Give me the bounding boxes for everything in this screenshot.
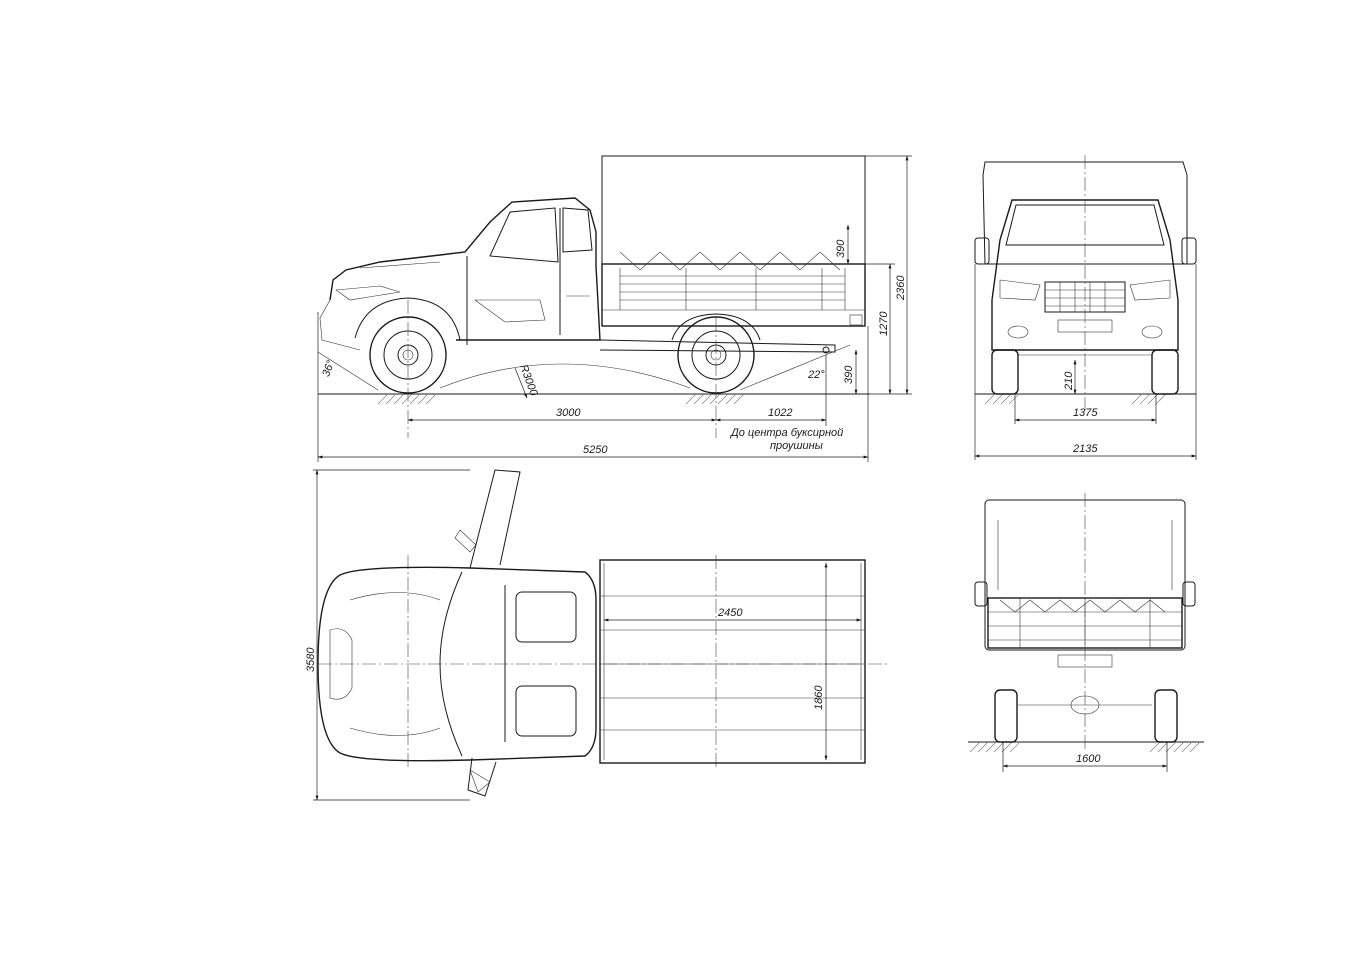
front-view: 1375 2135 210 [975, 155, 1196, 460]
rear-tire-left [995, 690, 1017, 742]
floor-height-label: 1270 [878, 311, 890, 336]
open-door-top [470, 470, 520, 568]
front-track-label: 1375 [1073, 407, 1098, 419]
tent-cover [602, 156, 865, 264]
rear-track-label: 1600 [1076, 753, 1101, 765]
rear-tire-right [1155, 690, 1177, 742]
turning-radius-label: R3000 [517, 363, 540, 398]
rear-hitch-label: 1022 [768, 407, 792, 419]
top-view: 3580 2450 1860 [305, 470, 890, 800]
seat-right [516, 686, 576, 736]
overall-length-label: 5250 [583, 444, 608, 456]
seat-left [516, 592, 576, 642]
ground-hatch [378, 394, 744, 404]
platform-length-label: 2450 [717, 607, 743, 619]
mirror-left [975, 238, 989, 264]
front-tire-right [1152, 350, 1178, 394]
overall-width-label: 2135 [1072, 443, 1098, 455]
top-platform [600, 560, 865, 763]
overall-width-mirrors-label: 3580 [305, 647, 317, 672]
platform-width-label: 1860 [813, 685, 825, 710]
wheelbase-label: 3000 [556, 407, 581, 419]
mirror-right [1182, 238, 1196, 264]
rear-view: 1600 [968, 493, 1204, 772]
front-clearance-label: 210 [1063, 371, 1075, 391]
hitch-note-line1: До центра буксирной [729, 427, 843, 439]
front-wheel [355, 298, 460, 393]
front-tire-left [992, 350, 1018, 394]
board-height-label: 390 [835, 239, 847, 258]
hitch-note-line2: проушины [770, 440, 823, 452]
side-view: 22° 36° R3000 3000 1022 До центра буксир… [318, 156, 912, 462]
approach-angle-label: 36° [320, 358, 337, 378]
hitch-height-label: 390 [843, 365, 855, 384]
overall-height-label: 2360 [895, 275, 907, 301]
departure-angle-label: 22° [807, 369, 825, 381]
